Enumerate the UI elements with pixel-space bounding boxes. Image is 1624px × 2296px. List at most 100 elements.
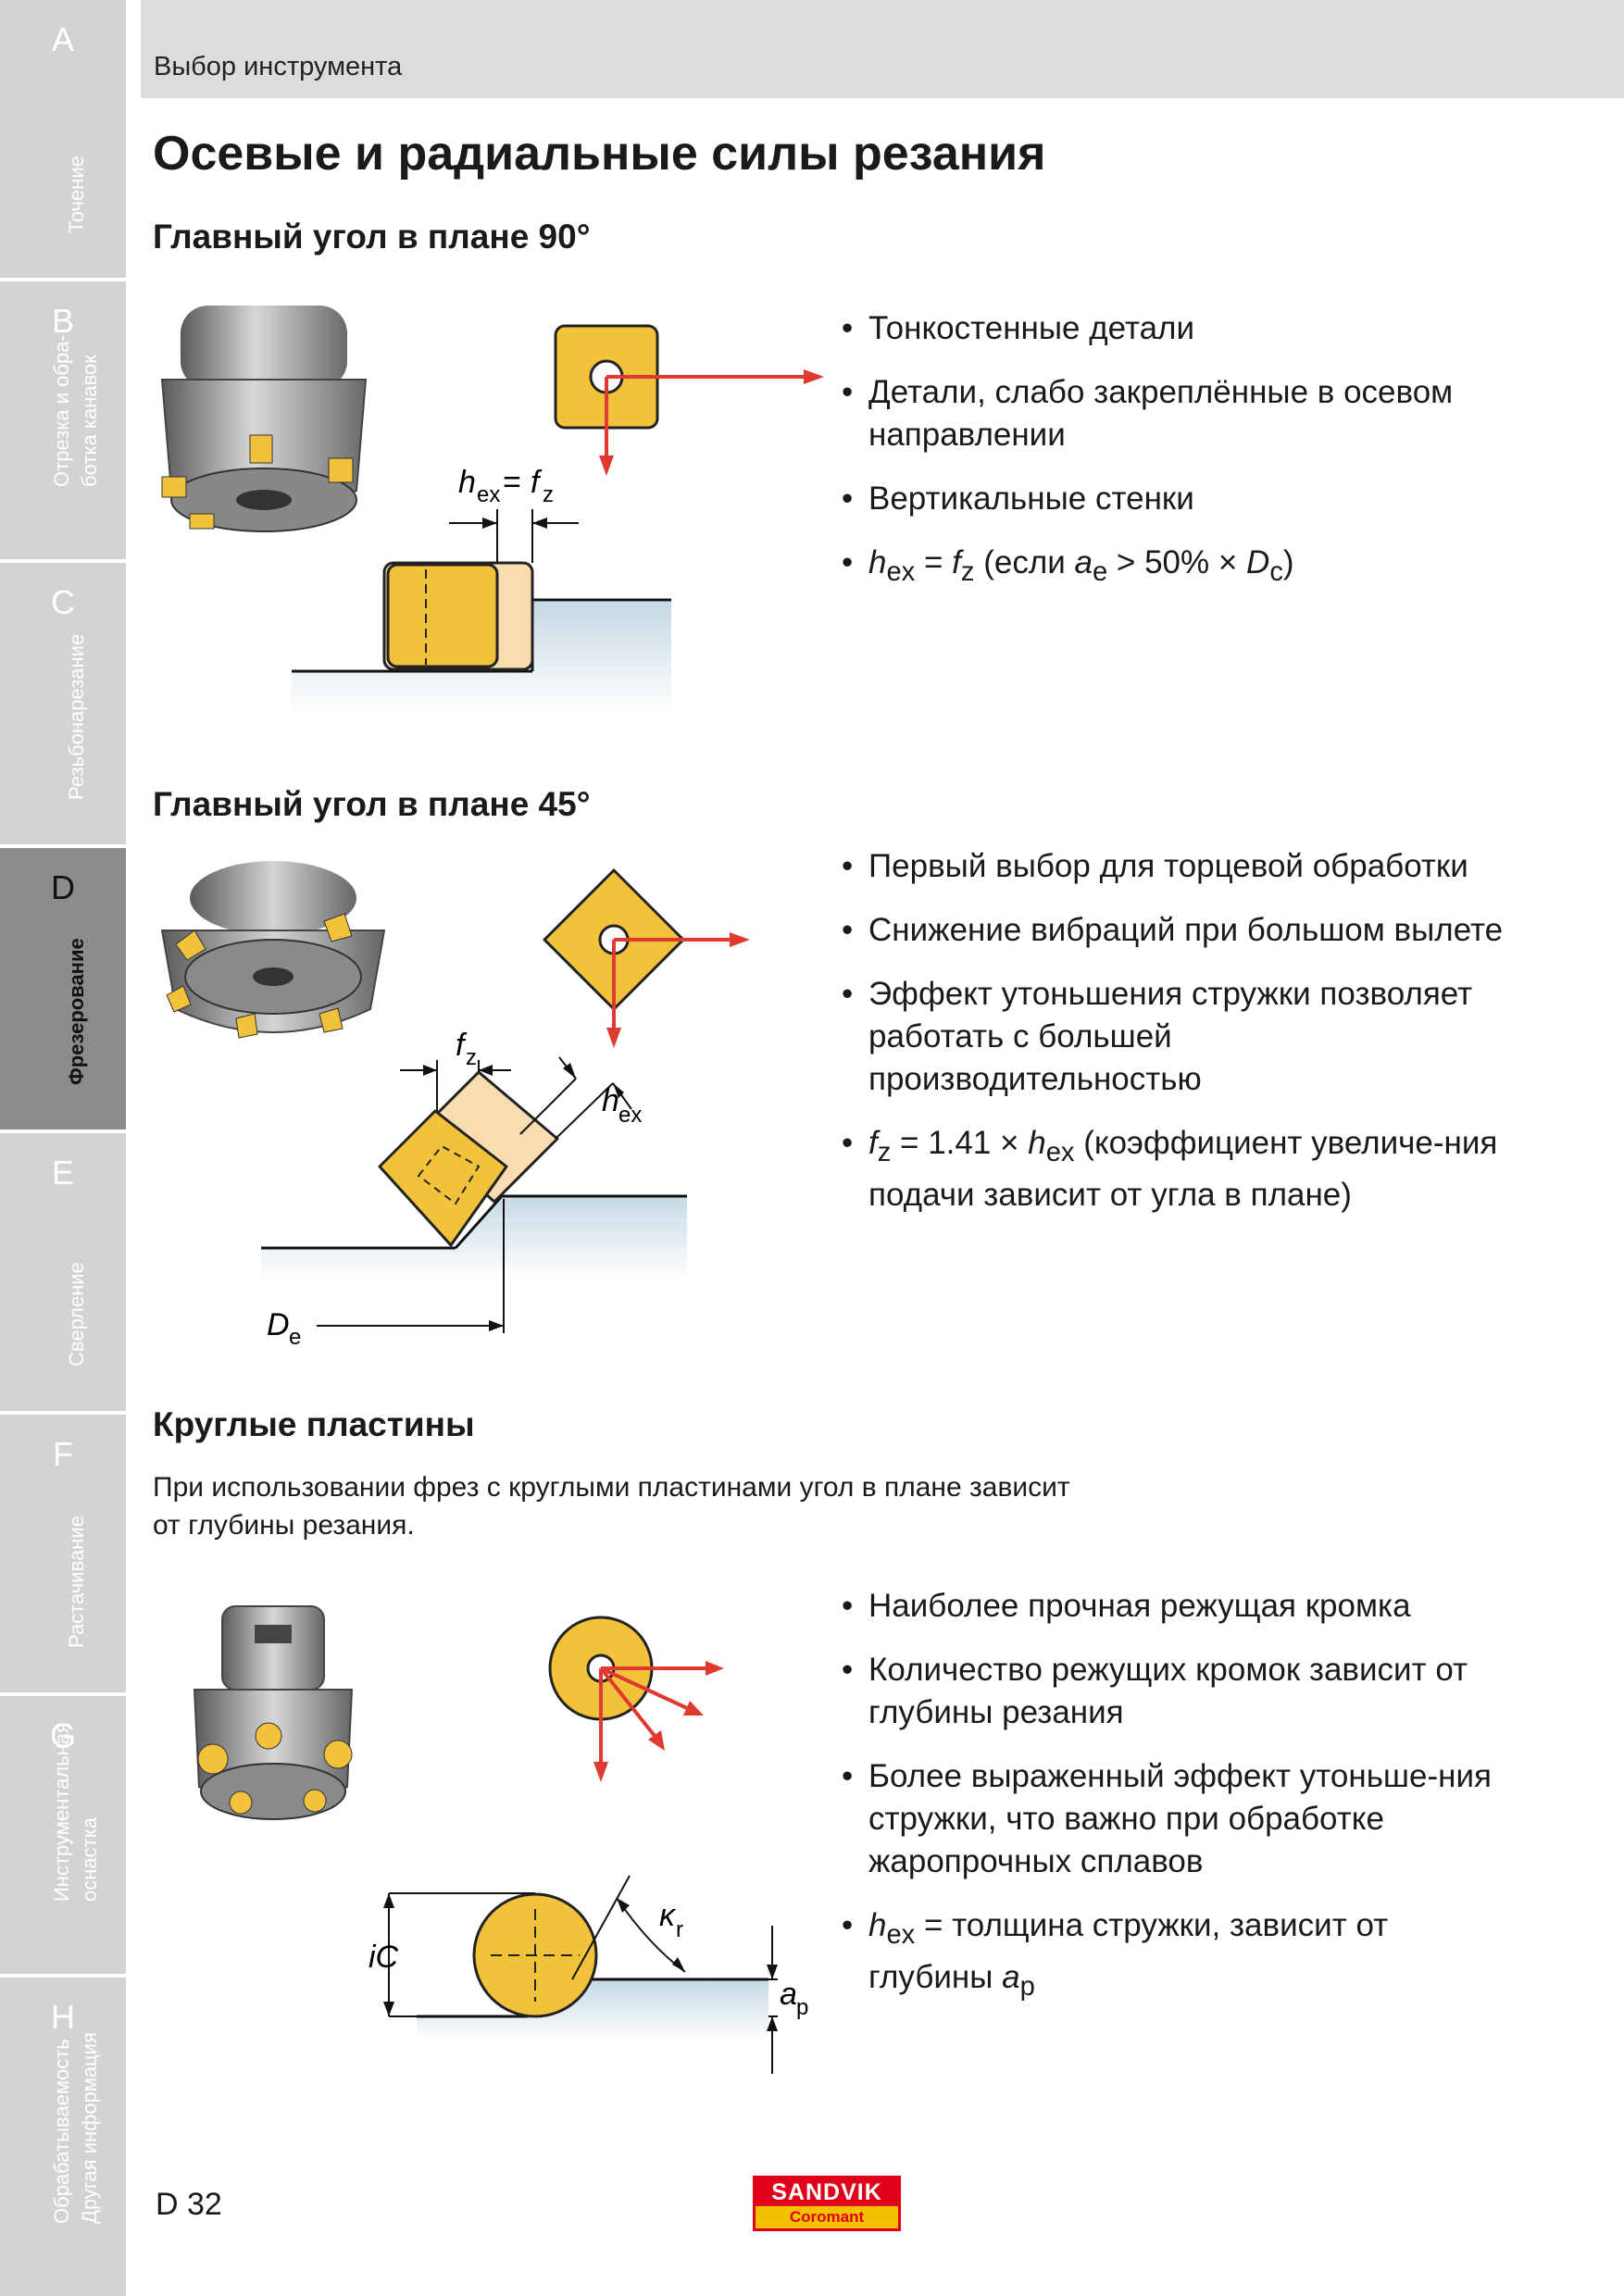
- f-d: (коэффициент увеличе-ния подачи зависит …: [868, 1125, 1498, 1213]
- header-bar: Выбор инструмента: [141, 0, 1624, 98]
- tab-a[interactable]: A Точение: [0, 0, 126, 278]
- section-heading-round: Круглые пластины: [153, 1405, 475, 1443]
- diagram-45-insert-forces: [543, 868, 750, 1048]
- tab-c[interactable]: C Резьбонарезание: [0, 563, 126, 844]
- f-a: f: [868, 1125, 878, 1161]
- tab-g[interactable]: G Инструментальная оснастка: [0, 1696, 126, 1974]
- diagram-round-chip: iC κ r a p: [369, 1875, 808, 2074]
- bullet: Детали, слабо закреплённые в осевом напр…: [838, 371, 1505, 456]
- tab-letter: B: [51, 302, 74, 340]
- label-hex: h: [602, 1083, 619, 1118]
- section-heading-90: Главный угол в плане 90°: [153, 218, 591, 256]
- tab-label-line2: оснастка: [78, 1816, 101, 1902]
- f-c-sub: z: [960, 557, 975, 587]
- diagram-45-chip: f z h ex D e: [261, 1028, 687, 1350]
- tab-h[interactable]: H Обрабатываемость Другая информация: [0, 1978, 126, 2296]
- bullet: Первый выбор для торцевой обработки: [838, 845, 1505, 888]
- round-intro: При использовании фрез с круглыми пласти…: [153, 1472, 1070, 1541]
- bullet: Эффект утоньшения стружки позволяет рабо…: [838, 973, 1505, 1101]
- tab-label: Обрабатываемость Другая информация: [48, 2032, 104, 2224]
- diagram-90-insert-forces: [554, 324, 824, 476]
- milling-cutter-round-image: [193, 1605, 354, 1820]
- sidebar: A Точение B Отрезка и обра- ботка канаво…: [0, 0, 126, 2296]
- section-heading-45: Главный угол в плане 45°: [153, 785, 591, 823]
- bullets-45: Первый выбор для торцевой обработки Сниж…: [838, 845, 1505, 1238]
- bullet: Снижение вибраций при большом вылете: [838, 909, 1505, 952]
- f-c: a: [1002, 1959, 1020, 1995]
- bullets-90: Тонкостенные детали Детали, слабо закреп…: [838, 307, 1505, 615]
- page-title: Осевые и радиальные силы резания: [153, 127, 1046, 181]
- label-ap-sub: p: [796, 1995, 808, 2020]
- f-b: =: [915, 544, 953, 580]
- tab-label: Растачивание: [65, 1516, 88, 1648]
- f-c: h: [1028, 1125, 1046, 1161]
- f-c: f: [952, 544, 961, 580]
- label-hex-sub: ex: [477, 482, 500, 507]
- tab-letter: F: [53, 1435, 73, 1473]
- f-c-sub: p: [1019, 1972, 1035, 2002]
- label-hex-sub: ex: [618, 1103, 642, 1128]
- tab-label-line1: Обрабатываемость: [50, 2039, 73, 2224]
- f-d: (если: [974, 544, 1075, 580]
- tab-label-line1: Отрезка и обра-: [50, 334, 73, 487]
- tab-label-line2: ботка канавок: [78, 355, 101, 487]
- f-f: > 50% ×: [1107, 544, 1247, 580]
- tab-label: Фрезерование: [65, 938, 88, 1085]
- tab-label-line2: Другая информация: [78, 2032, 101, 2224]
- tab-letter: H: [51, 1998, 75, 2036]
- logo-bottom: Coromant: [789, 2208, 865, 2226]
- bullet-formula: fz = 1.41 × hex (коэффициент увеличе-ния…: [838, 1122, 1505, 1217]
- f-b: = 1.41 ×: [891, 1125, 1029, 1161]
- diagram-90-chip: h ex = f z: [292, 465, 671, 713]
- f-a: h: [868, 544, 887, 580]
- tab-letter: G: [49, 1716, 76, 1754]
- f-e: a: [1074, 544, 1093, 580]
- f-g-sub: c: [1269, 557, 1283, 587]
- tab-f[interactable]: F Растачивание: [0, 1415, 126, 1692]
- bullet: Наиболее прочная режущая кромка: [838, 1585, 1505, 1628]
- tab-letter: C: [51, 583, 75, 621]
- f-a-sub: z: [877, 1138, 892, 1167]
- f-e-sub: e: [1092, 557, 1108, 587]
- label-kr-sub: r: [676, 1917, 683, 1942]
- tab-letter: E: [51, 1154, 74, 1192]
- tab-letter: D: [51, 868, 75, 906]
- milling-cutter-45-image: [160, 861, 386, 1039]
- tab-label: Сверление: [65, 1262, 88, 1366]
- label-kr: κ: [659, 1898, 677, 1933]
- label-de-sub: e: [289, 1325, 301, 1350]
- label-ap: a: [780, 1977, 797, 2012]
- diagram-round-insert-forces: [548, 1616, 724, 1782]
- milling-cutter-90-image: [160, 306, 368, 532]
- f-g: D: [1246, 544, 1270, 580]
- bullet: Более выраженный эффект утоньше-ния стру…: [838, 1755, 1505, 1883]
- sandvik-logo: SANDVIK Coromant: [753, 2176, 901, 2231]
- bullet-formula: hex = fz (если ae > 50% × Dc): [838, 542, 1505, 593]
- bullet: Тонкостенные детали: [838, 307, 1505, 350]
- bullet-formula: hex = толщина стружки, зависит от глубин…: [838, 1904, 1505, 2008]
- label-de: D: [267, 1307, 290, 1342]
- tab-letter: A: [51, 20, 74, 58]
- label-fz-sub: z: [466, 1045, 477, 1070]
- label-hex: h: [458, 465, 476, 500]
- f-a: h: [868, 1907, 887, 1943]
- tab-label: Отрезка и обра- ботка канавок: [48, 334, 104, 487]
- label-fz: f: [531, 465, 543, 500]
- label-fz-sub: z: [543, 482, 554, 507]
- f-c-sub: ex: [1045, 1138, 1075, 1167]
- f-h: ): [1282, 544, 1294, 580]
- f-a-sub: ex: [886, 557, 916, 587]
- bullet: Вертикальные стенки: [838, 478, 1505, 520]
- f-b: = толщина стружки, зависит от глубины: [868, 1907, 1389, 1995]
- tab-label: Инструментальная оснастка: [48, 1722, 104, 1902]
- page-number: D 32: [156, 2187, 222, 2222]
- tab-b[interactable]: B Отрезка и обра- ботка канавок: [0, 281, 126, 559]
- logo-top: SANDVIK: [756, 2178, 898, 2206]
- bullet: Количество режущих кромок зависит от глу…: [838, 1649, 1505, 1734]
- label-ic: iC: [369, 1940, 399, 1975]
- tab-d[interactable]: D Фрезерование: [0, 848, 126, 1129]
- tab-label-line1: Инструментальная: [50, 1722, 73, 1902]
- tab-e[interactable]: E Сверление: [0, 1133, 126, 1411]
- label-eq: =: [503, 465, 521, 500]
- bullets-round: Наиболее прочная режущая кромка Количест…: [838, 1585, 1505, 2029]
